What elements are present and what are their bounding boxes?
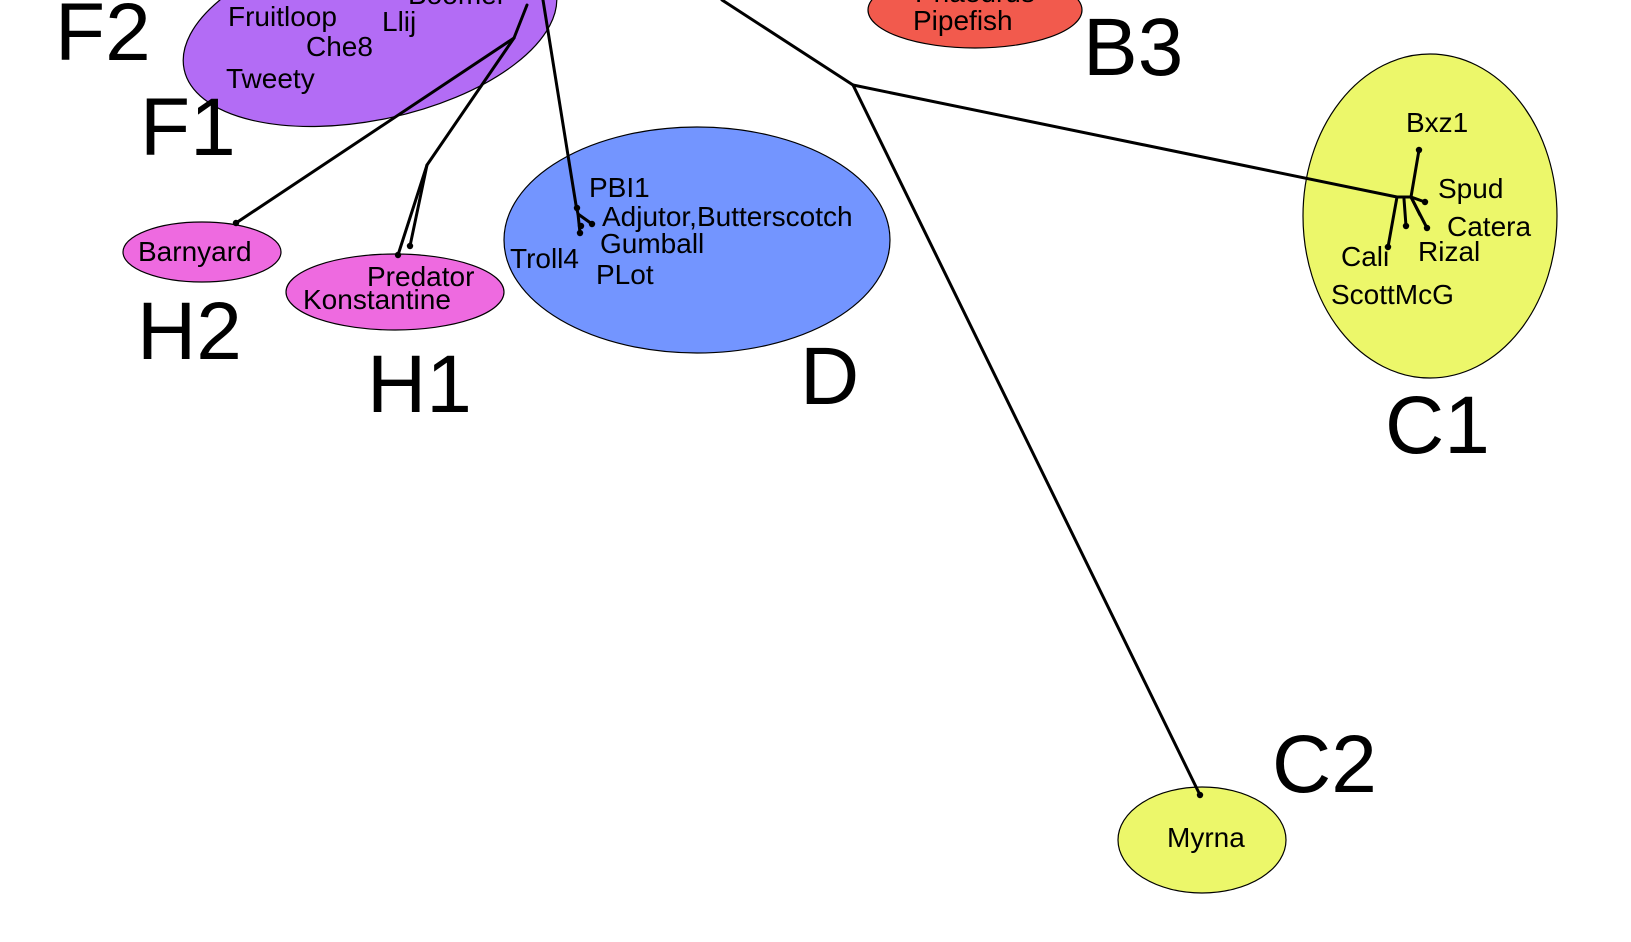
branch-f-to-d xyxy=(541,0,578,207)
cluster-label-f2: F2 xyxy=(55,0,151,78)
label-scottmcg: ScottMcG xyxy=(1331,279,1454,310)
tip-konstantine xyxy=(406,242,414,250)
branch-c1-cali xyxy=(1386,195,1399,249)
label-pbi1: PBI1 xyxy=(589,172,650,203)
label-phaedrus: Phaedrus xyxy=(915,0,1035,8)
cluster-label-c2: C2 xyxy=(1272,719,1377,810)
label-boomer: Boomer xyxy=(408,0,506,10)
label-myrna: Myrna xyxy=(1167,822,1245,853)
label-bxz1: Bxz1 xyxy=(1406,107,1468,138)
label-che8: Che8 xyxy=(306,31,373,62)
label-tweety: Tweety xyxy=(226,63,315,94)
cluster-label-d: D xyxy=(800,331,859,422)
cluster-label-h1: H1 xyxy=(367,339,472,430)
branch-root-to-b3 xyxy=(720,0,855,87)
label-pipefish: Pipefish xyxy=(913,5,1013,36)
tip-cali xyxy=(1384,243,1392,251)
cluster-label-b3: B3 xyxy=(1083,2,1183,93)
label-predator: Predator xyxy=(367,261,474,292)
branch-c1-rizal xyxy=(1402,197,1408,228)
branch-node-to-c2 xyxy=(851,83,1202,797)
tip-adjutor xyxy=(588,220,596,228)
label-spud: Spud xyxy=(1438,173,1503,204)
label-gumball: Gumball xyxy=(600,228,704,259)
tip-barnyard xyxy=(232,219,240,227)
cluster-label-c1: C1 xyxy=(1385,380,1490,471)
tip-troll4 xyxy=(577,222,585,230)
cluster-f-ellipse xyxy=(182,0,558,128)
tip-bxz1 xyxy=(1415,146,1423,154)
cluster-label-h2: H2 xyxy=(137,286,242,377)
tip-pbi1 xyxy=(573,204,581,212)
label-fruitloop: Fruitloop xyxy=(228,1,337,32)
label-catera: Catera xyxy=(1447,211,1531,242)
label-barnyard: Barnyard xyxy=(138,236,252,267)
tip-rizal xyxy=(1402,222,1410,230)
branch-h1-konstantine xyxy=(408,163,429,248)
branch-node-to-c1 xyxy=(851,83,1399,199)
tip-spud xyxy=(1421,198,1429,206)
tip-myrna xyxy=(1196,791,1204,799)
tip-gumball xyxy=(576,229,584,237)
branch-h1-predator xyxy=(396,163,429,257)
cluster-label-f1: F1 xyxy=(140,82,236,173)
label-rizal: Rizal xyxy=(1418,236,1480,267)
branch-f-to-h2 xyxy=(234,36,516,225)
cluster-c1-ellipse xyxy=(1302,53,1558,379)
tip-predator xyxy=(394,251,402,259)
cluster-h2-ellipse xyxy=(122,221,282,283)
label-adjutor-butterscotch: Adjutor,Butterscotch xyxy=(602,201,853,232)
branch-f-to-h1 xyxy=(425,36,516,167)
tip-catera xyxy=(1423,224,1431,232)
cluster-d-ellipse xyxy=(503,126,891,354)
cluster-b3-ellipse xyxy=(867,0,1083,49)
branch-f-stem xyxy=(512,3,529,40)
cluster-c2-ellipse xyxy=(1117,786,1287,894)
label-llij: Llij xyxy=(382,6,416,37)
label-plot: PLot xyxy=(596,259,654,290)
label-cali: Cali xyxy=(1341,241,1389,272)
label-konstantine: Konstantine xyxy=(303,284,451,315)
label-troll4: Troll4 xyxy=(510,243,579,274)
branch-c1-bxz1 xyxy=(1409,148,1421,199)
branch-c1-catera2 xyxy=(1409,195,1422,217)
